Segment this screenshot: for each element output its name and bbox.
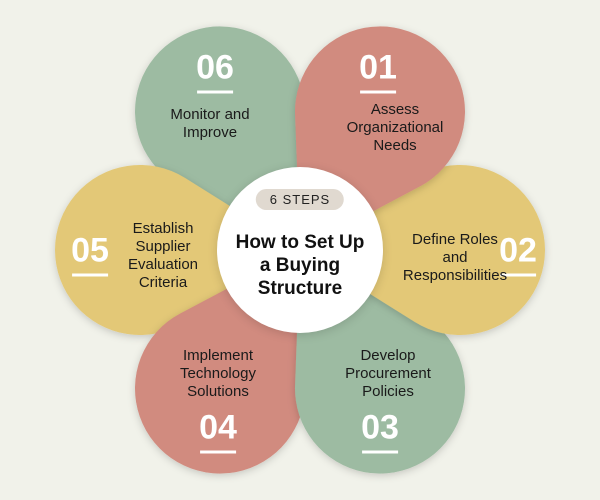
step-01-label: Assess Organizational Needs [346, 101, 444, 154]
steps-badge: 6 STEPS [255, 189, 345, 210]
step-05-label: Establish Supplier Evaluation Criteria [127, 220, 199, 291]
step-05-number: 05 [71, 234, 109, 277]
center-circle: 6 STEPS How to Set Up a Buying Structure [217, 167, 383, 333]
petal-step-02 [300, 165, 545, 335]
step-02-label: Define Roles and Responsibilities [402, 231, 508, 284]
diagram-title: How to Set Up a Buying Structure [235, 232, 365, 299]
step-03-label: Develop Procurement Policies [345, 347, 431, 400]
step-06-label: Monitor and Improve [170, 106, 250, 141]
petal-step-05 [55, 165, 301, 335]
step-02-number: 02 [499, 234, 537, 277]
step-01-number: 01 [359, 51, 397, 94]
step-06-number: 06 [196, 51, 234, 94]
step-03-number: 03 [361, 411, 399, 454]
step-04-number: 04 [199, 411, 237, 454]
step-04-label: Implement Technology Solutions [180, 347, 256, 400]
